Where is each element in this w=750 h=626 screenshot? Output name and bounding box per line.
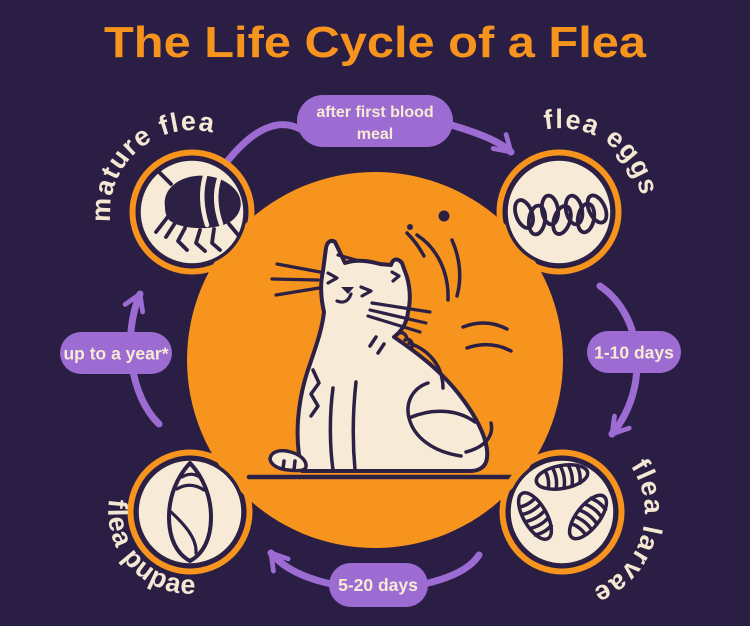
cat-face-whiskers bbox=[270, 253, 432, 334]
node-ring bbox=[129, 149, 255, 275]
pill-label: up to a year* bbox=[63, 344, 168, 364]
node-ring bbox=[127, 449, 253, 575]
pill-shape bbox=[329, 563, 428, 607]
arrow-mature-to-pill bbox=[222, 121, 306, 167]
stage-nodes bbox=[127, 149, 625, 575]
cat-illustration bbox=[187, 172, 563, 548]
pill-up-to-a-year: up to a year* bbox=[60, 332, 172, 374]
flea-icon bbox=[154, 171, 241, 253]
flea-dot-small bbox=[407, 224, 413, 230]
stage-node-flea-pupae bbox=[127, 449, 253, 575]
node-ring bbox=[499, 449, 625, 575]
cat-nose bbox=[341, 287, 354, 294]
eggs-icon bbox=[513, 193, 609, 237]
stage-node-flea-larvae bbox=[499, 449, 625, 575]
larvae-icon bbox=[516, 462, 609, 541]
pill-shape bbox=[60, 332, 172, 374]
stage-node-mature-flea bbox=[129, 149, 255, 275]
stage-node-flea-eggs bbox=[496, 149, 622, 275]
motion-lines bbox=[405, 231, 513, 353]
page-title: The Life Cycle of a Flea bbox=[104, 18, 647, 67]
node-ring bbox=[496, 149, 622, 275]
pill-1-10-days: 1-10 days bbox=[587, 331, 681, 373]
pill-5-20-days: 5-20 days bbox=[329, 563, 428, 607]
pill-shape bbox=[587, 331, 681, 373]
pill-label: 1-10 days bbox=[594, 343, 674, 363]
pill-shape bbox=[297, 95, 453, 147]
flea-dot-large bbox=[438, 210, 450, 222]
node-circle bbox=[507, 457, 617, 567]
cat-body bbox=[295, 238, 490, 473]
arrow-pill-to-eggs bbox=[444, 120, 515, 156]
cat-leg-lines bbox=[281, 330, 494, 472]
pupa-cocoon-icon bbox=[167, 461, 213, 563]
cat-front-paw bbox=[268, 448, 308, 473]
pill-label: 5-20 days bbox=[338, 575, 418, 595]
